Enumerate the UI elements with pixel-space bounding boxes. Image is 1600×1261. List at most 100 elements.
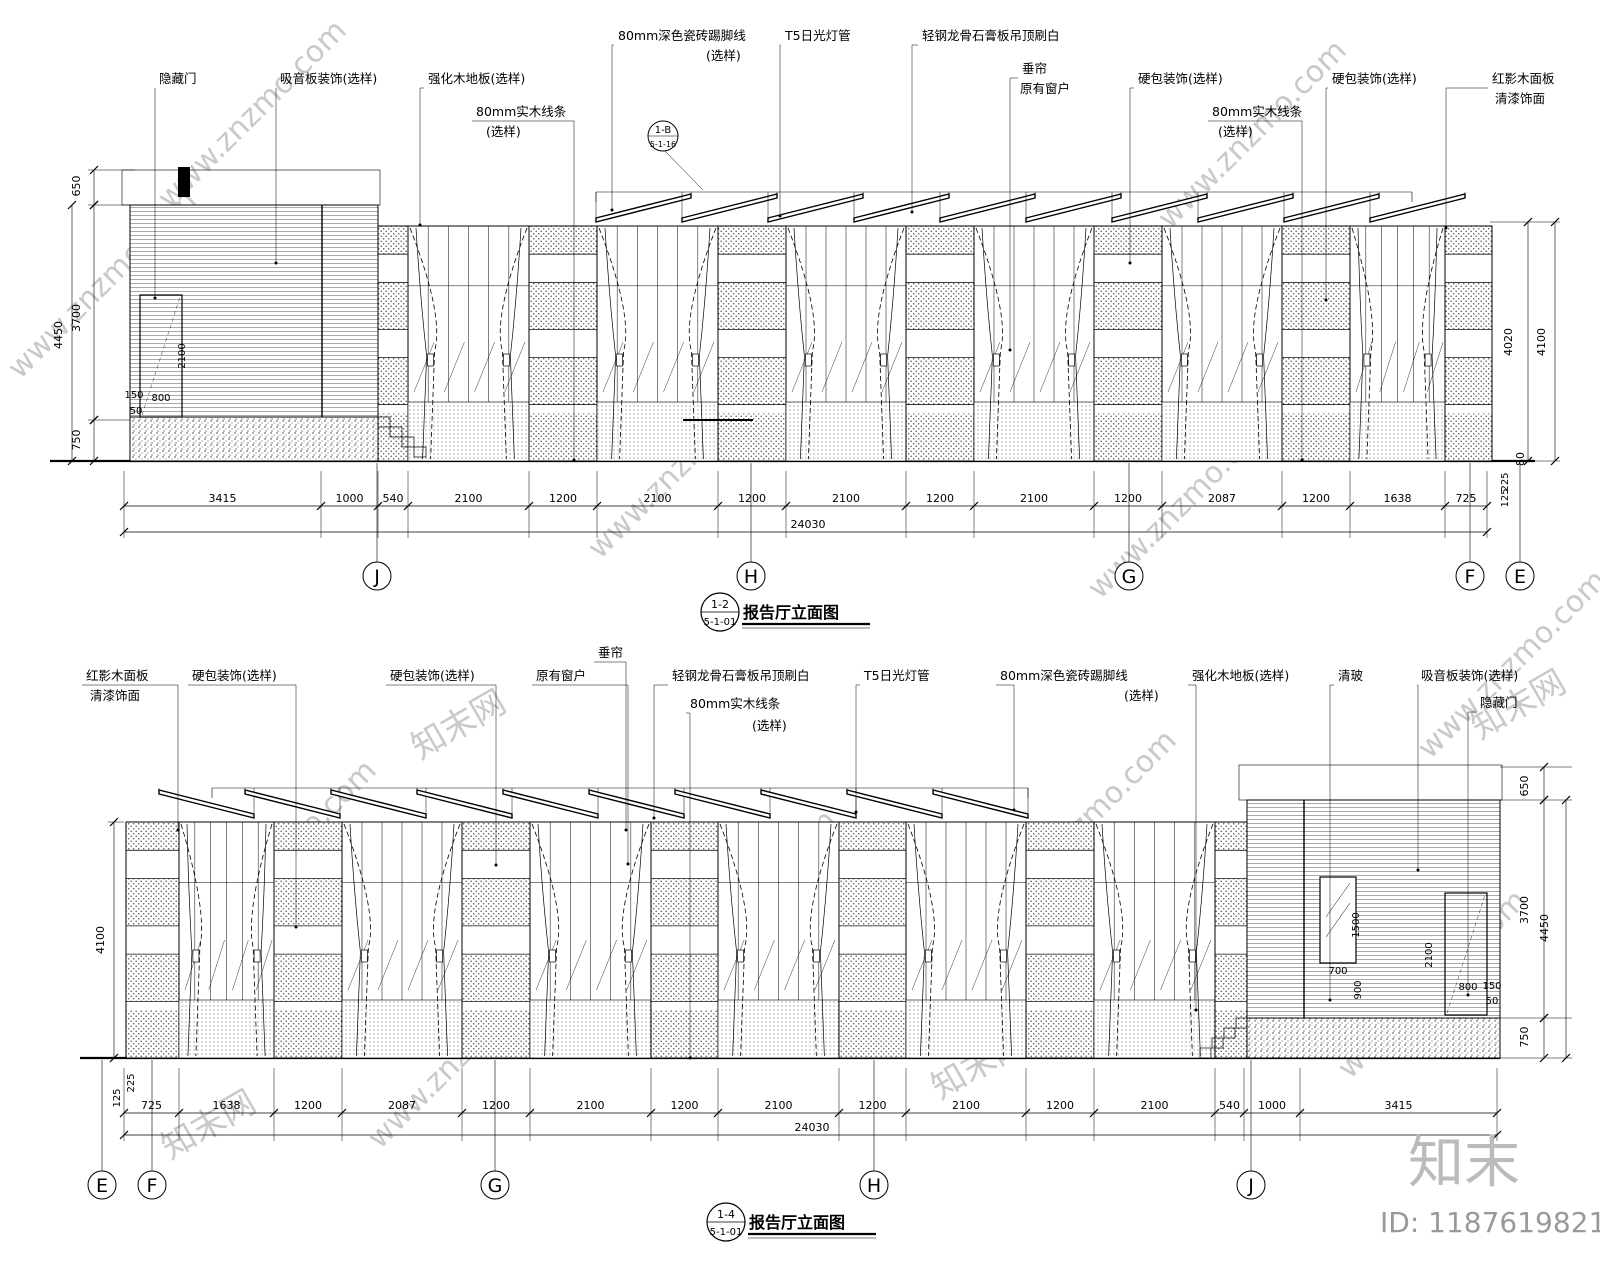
dim-value: 2100 (577, 1099, 605, 1112)
axis-bubble (736, 561, 766, 591)
leader-dot (153, 296, 157, 300)
material-label: (选样) (752, 718, 787, 733)
window-bay (1093, 821, 1216, 1059)
drape-right (499, 227, 528, 460)
leader-dot (1194, 1008, 1198, 1012)
dim-side: 750 (1518, 1027, 1531, 1048)
dado-strip (407, 401, 530, 462)
glass-hatch (602, 341, 624, 393)
material-label: 原有窗户 (536, 668, 586, 683)
panel-band (274, 1001, 342, 1011)
material-label: 清玻 (1338, 668, 1364, 683)
drape-right-fold (887, 227, 899, 460)
upholstered-panel (528, 225, 598, 462)
stage-platform (1246, 1017, 1501, 1059)
door-dim: 50 (1486, 996, 1499, 1007)
glass-hatch (256, 939, 273, 991)
dim-tick (119, 1130, 129, 1140)
leader-dot (176, 828, 180, 832)
drape-left (787, 227, 815, 460)
dim-tick (524, 501, 534, 511)
glass-hatch (377, 939, 399, 991)
panel-band (274, 926, 342, 954)
dim-value: 1200 (1046, 1099, 1074, 1112)
panel-band (126, 926, 179, 954)
glass-hatch (979, 341, 1001, 393)
stair-step (377, 416, 391, 428)
material-label: T5日光灯管 (784, 28, 851, 43)
dim-tick (1345, 501, 1355, 511)
dim-tick (525, 1108, 535, 1118)
glass-hatch (971, 939, 993, 991)
light-trough (244, 789, 341, 819)
light-trough (158, 789, 255, 819)
drape-right (1422, 227, 1444, 460)
material-label: 轻钢龙骨石膏板吊顶刷白 (922, 28, 1060, 43)
watermark-logo: 知末网 (405, 682, 513, 768)
drape-right (809, 823, 838, 1057)
dim-tick (1021, 1108, 1031, 1118)
light-trough (932, 789, 1029, 819)
tieback (361, 949, 368, 963)
glass-hatch (881, 341, 903, 393)
callout-number: 1-2 (711, 598, 729, 611)
leader-dot (572, 458, 576, 462)
dim-value: 2100 (1020, 492, 1048, 505)
drape-left (975, 227, 1003, 460)
window-bay (785, 225, 907, 462)
dim-value: 1200 (1302, 492, 1330, 505)
material-label: 红影木面板 (86, 668, 149, 683)
dim-value: 725 (1456, 492, 1477, 505)
dim-tick (119, 1108, 129, 1118)
panel-band (651, 1001, 718, 1011)
window-dim: 1500 (1351, 912, 1362, 937)
glass-hatch (347, 939, 369, 991)
light-trough (846, 789, 943, 819)
drape-left (409, 227, 438, 460)
drape-left-fold (1169, 227, 1181, 460)
acoustic-panel (1246, 799, 1501, 1019)
light-trough (939, 193, 1036, 223)
light-trough (681, 193, 778, 223)
panel-band (529, 405, 597, 414)
axis-label: H (867, 1175, 881, 1197)
panel-band (1026, 850, 1094, 879)
dado-strip (905, 999, 1027, 1059)
window-bay (1349, 225, 1446, 462)
material-label: 硬包装饰(选样) (1332, 71, 1417, 86)
drape-left (719, 823, 748, 1057)
drape-left (1163, 227, 1191, 460)
dim-tick (834, 1108, 844, 1118)
material-label: 吸音板装饰(选样) (1421, 668, 1518, 683)
glass-hatch (437, 939, 459, 991)
dim-small: 225 (126, 1073, 137, 1092)
drape-left-fold (604, 227, 616, 460)
door-dim: 2100 (177, 343, 188, 368)
drape-left-fold (537, 823, 549, 1057)
drape-right-fold (1431, 227, 1438, 460)
material-label: (选样) (486, 124, 521, 139)
glass-hatch (232, 939, 249, 991)
axis-label: F (1465, 566, 1476, 588)
panel-band (1026, 926, 1094, 954)
tieback (253, 949, 261, 963)
glass-hatch (208, 939, 225, 991)
panel-band (1282, 405, 1350, 414)
glass-hatch (911, 939, 933, 991)
window-bay (905, 821, 1027, 1059)
glass-hatch (663, 341, 684, 393)
material-label: (选样) (1218, 124, 1253, 139)
drape-left-fold (725, 823, 737, 1057)
callout-number: 1-4 (717, 1208, 735, 1221)
upholstered-panel (650, 821, 719, 1059)
door-handle-block (178, 167, 190, 197)
tieback (192, 949, 200, 963)
upholstered-panel (838, 821, 907, 1059)
dim-tick (713, 501, 723, 511)
stair-step (401, 436, 415, 448)
leader-dot (1324, 298, 1328, 302)
dim-tick (1440, 501, 1450, 511)
leader-dot (274, 261, 278, 265)
